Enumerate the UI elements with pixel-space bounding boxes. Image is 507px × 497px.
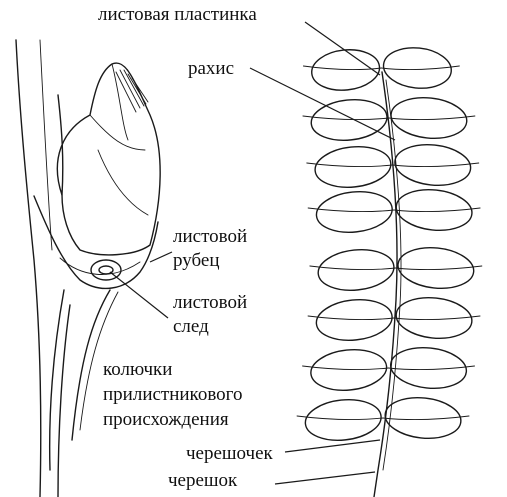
label-leaf-scar-1: листовой (173, 226, 247, 248)
stem-outline-inner (40, 40, 52, 250)
label-leaf-blade: листовая пластинка (98, 4, 257, 26)
leader-petiolule (285, 440, 380, 452)
leaflet-1-left (310, 47, 382, 94)
bud-scale-line-2 (98, 150, 148, 215)
leaflet-midrib-3-left (307, 163, 393, 167)
stem-outline-left (16, 40, 41, 497)
label-leaf-scar-2: рубец (173, 250, 220, 272)
leaflet-midrib-8-right (383, 416, 469, 420)
label-spines-1: колючки (103, 359, 172, 381)
leaflet-midrib-7-left (303, 366, 389, 370)
leaflet-5-left (316, 246, 396, 294)
leaflet-midrib-6-right (394, 316, 480, 320)
leaflet-midrib-2-left (303, 116, 389, 120)
bud-scale-line-1 (90, 115, 145, 150)
label-leaf-trace-1: листовой (173, 292, 247, 314)
leaflet-8-left (303, 396, 383, 444)
leaflet-midrib-4-right (394, 208, 480, 212)
leaflet-midrib-3-right (393, 163, 479, 167)
leader-leaf-trace (110, 272, 168, 318)
leaflet-midrib-8-left (297, 416, 383, 420)
leaflet-midrib-2-right (389, 116, 475, 120)
compound-leaf-drawing (297, 45, 482, 497)
label-petiolule: черешочек (186, 443, 273, 465)
leaflet-midrib-4-left (308, 208, 394, 212)
label-leaf-trace-2: след (173, 316, 209, 338)
leader-petiole (275, 472, 375, 484)
leaflet-6-left (314, 296, 394, 344)
leader-leaf-blade (305, 22, 380, 75)
leaflet-7-left (309, 346, 389, 394)
label-spines-2: прилистникового (103, 384, 243, 406)
label-rachis: рахис (188, 58, 234, 80)
leader-leaf-scar (150, 252, 172, 262)
label-spines-3: происхождения (103, 409, 229, 431)
label-petiole: черешок (168, 470, 237, 492)
bud-outline (57, 63, 160, 255)
leaflet-midrib-5-left (310, 266, 396, 270)
bud-scale-line-3 (112, 64, 128, 140)
leaflet-3-left (313, 143, 393, 191)
leaflet-midrib-5-right (396, 266, 482, 270)
stem-outline-lower (58, 305, 70, 497)
leaflet-4-left (314, 188, 394, 236)
leaflet-midrib-1-right (381, 66, 459, 70)
leaflet-midrib-6-left (308, 316, 394, 320)
leaflet-midrib-7-right (389, 366, 475, 370)
